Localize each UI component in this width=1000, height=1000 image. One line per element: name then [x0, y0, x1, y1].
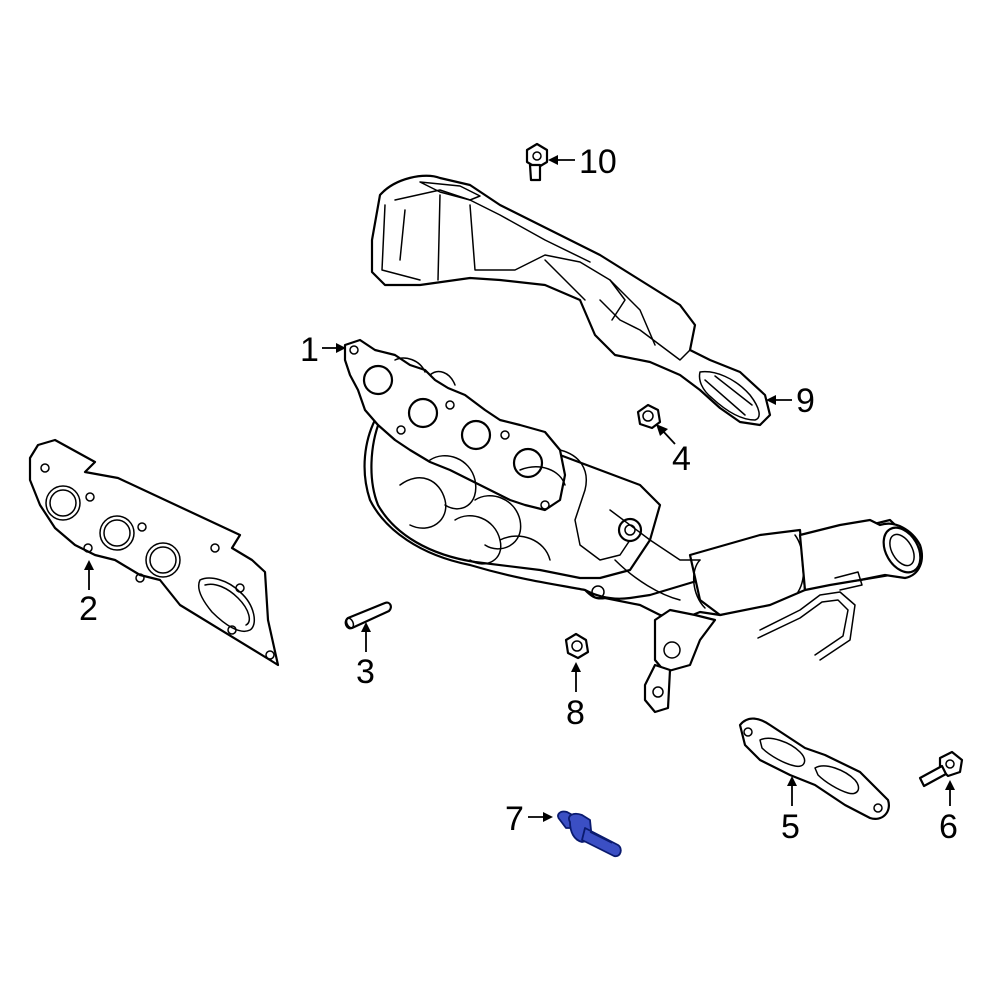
callout-1: 1	[300, 331, 346, 369]
svg-text:5: 5	[781, 808, 800, 846]
exhaust-manifold-part[interactable]	[343, 338, 928, 714]
svg-text:2: 2	[79, 590, 98, 628]
manifold-gasket-part[interactable]	[28, 438, 280, 667]
callout-5: 5	[781, 776, 800, 846]
svg-text:3: 3	[356, 653, 375, 691]
svg-text:10: 10	[579, 143, 617, 181]
svg-text:9: 9	[796, 382, 815, 420]
svg-text:4: 4	[672, 440, 691, 478]
svg-text:1: 1	[300, 331, 319, 369]
dowel-pin-part[interactable]	[344, 601, 392, 630]
bolt-part-6[interactable]	[918, 750, 964, 788]
outlet-gasket-part[interactable]	[738, 717, 890, 820]
callout-2: 3 2	[79, 560, 98, 628]
callout-3: 3	[356, 622, 375, 691]
svg-text:7: 7	[505, 800, 524, 838]
callout-10: 10	[548, 143, 617, 181]
callout-9: 9	[766, 382, 815, 420]
stud-part-highlighted[interactable]	[557, 810, 622, 858]
svg-text:8: 8	[566, 694, 585, 732]
heat-shield-part[interactable]	[370, 174, 772, 427]
callout-8: 8	[566, 662, 585, 732]
bolt-part-10[interactable]	[525, 142, 549, 182]
callout-4: 4	[656, 424, 691, 478]
nut-part[interactable]	[636, 403, 662, 430]
nut-part-8[interactable]	[564, 632, 590, 660]
callout-7: 7	[505, 800, 553, 838]
svg-text:6: 6	[939, 808, 958, 846]
callout-6: 6	[939, 780, 958, 846]
